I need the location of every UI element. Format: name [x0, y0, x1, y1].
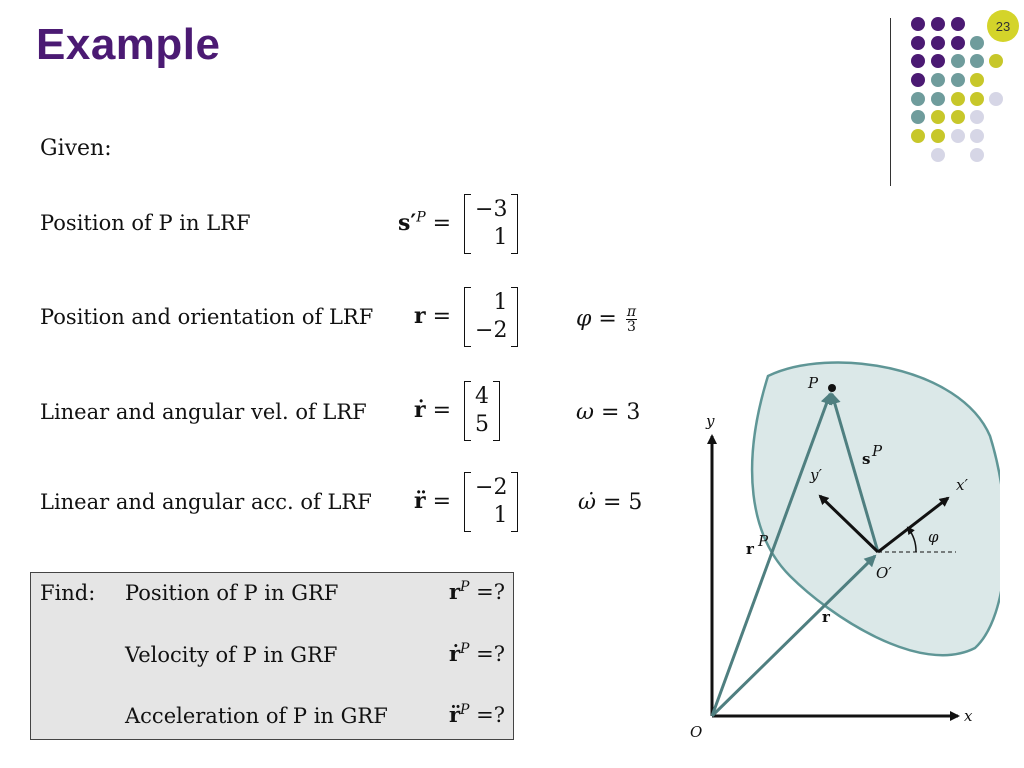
label-rP: r [746, 540, 755, 558]
symbol: ṙ [448, 641, 461, 666]
given-row-label-2: Position and orientation of LRF [40, 305, 374, 329]
point-P [828, 384, 836, 392]
given-row-math-1: s′P = −3 1 [398, 194, 519, 254]
local-x-axis [877, 496, 950, 554]
superscript: P [460, 702, 470, 718]
vector-entry: −3 [475, 197, 508, 222]
column-vector: 1 −2 [464, 287, 519, 347]
find-item-position: Position of P in GRF [125, 581, 339, 605]
fraction-denominator: 3 [626, 319, 636, 335]
label-sP-sup: P [871, 442, 883, 460]
vector-entry: 1 [493, 503, 508, 528]
label-rP-sup: P [757, 532, 769, 550]
angle-arc [906, 526, 917, 553]
vector-entry: −2 [475, 475, 508, 500]
find-item-velocity: Velocity of P in GRF [125, 643, 338, 667]
find-expr-velocity: ṙP =? [449, 641, 505, 666]
vector-r [710, 554, 877, 718]
given-row-math-2: r = 1 −2 [414, 287, 519, 347]
label-O: O [690, 723, 702, 741]
label-r: r [822, 608, 831, 626]
superscript: P [460, 641, 470, 657]
given-row-label-4: Linear and angular acc. of LRF [40, 490, 372, 514]
symbol: r̈ [414, 488, 426, 514]
label-P: P [807, 374, 819, 392]
reference-frame-diagram: P y x O O′ x′ y′ r r P s P φ [690, 361, 1000, 741]
fraction-numerator: π [625, 304, 638, 320]
superscript: P [416, 209, 426, 226]
label-sP: s [862, 450, 870, 468]
slide-title: Example [36, 20, 221, 69]
query: =? [469, 642, 505, 666]
vector-entry: 1 [493, 225, 508, 250]
vector-entry: −2 [475, 318, 508, 343]
omega-dot-symbol: ω̇ [578, 490, 596, 515]
angle-symbol: φ [576, 306, 592, 332]
page-number-badge: 23 [987, 10, 1019, 42]
angular-acceleration: ω̇ = 5 [578, 490, 642, 515]
vector-entry: 4 [475, 384, 490, 409]
find-expr-acceleration: r̈P =? [449, 702, 505, 727]
column-vector: 4 5 [464, 381, 501, 441]
vector-entry: 5 [475, 412, 490, 437]
omega-symbol: ω [576, 400, 594, 425]
given-row-label-3: Linear and angular vel. of LRF [40, 400, 367, 424]
symbol: r [414, 303, 426, 329]
omega-dot-value: = 5 [595, 490, 643, 515]
given-label: Given: [40, 136, 112, 161]
label-x-prime: x′ [956, 476, 968, 494]
vector-entry: 1 [493, 290, 508, 315]
equals-sign: = [591, 306, 624, 332]
query: =? [469, 580, 505, 604]
superscript: P [460, 579, 470, 595]
query: =? [469, 703, 505, 727]
vector-sP [829, 392, 880, 553]
label-y-prime: y′ [809, 466, 822, 484]
symbol: r̈ [448, 702, 461, 727]
symbol: s′ [398, 210, 417, 236]
angular-velocity: ω = 3 [576, 400, 640, 425]
label-phi: φ [928, 528, 939, 546]
symbol: r [448, 579, 461, 604]
omega-value: = 3 [593, 400, 641, 425]
find-item-acceleration: Acceleration of P in GRF [125, 704, 388, 728]
column-vector: −3 1 [464, 194, 519, 254]
given-row-label-1: Position of P in LRF [40, 211, 251, 235]
label-y: y [705, 412, 715, 430]
column-vector: −2 1 [464, 472, 519, 532]
symbol: ṙ [414, 397, 426, 423]
local-y-axis [818, 494, 880, 554]
label-O-prime: O′ [876, 564, 892, 582]
label-x: x [964, 707, 973, 725]
vector-rP [710, 392, 833, 717]
header-divider [890, 18, 891, 186]
find-expr-position: rP =? [449, 579, 505, 604]
find-label: Find: [40, 581, 96, 605]
given-row-math-3: ṙ = 4 5 [414, 381, 501, 441]
given-row-math-4: r̈ = −2 1 [414, 472, 519, 532]
find-box: Find: Position of P in GRF rP =? Velocit… [30, 572, 514, 740]
